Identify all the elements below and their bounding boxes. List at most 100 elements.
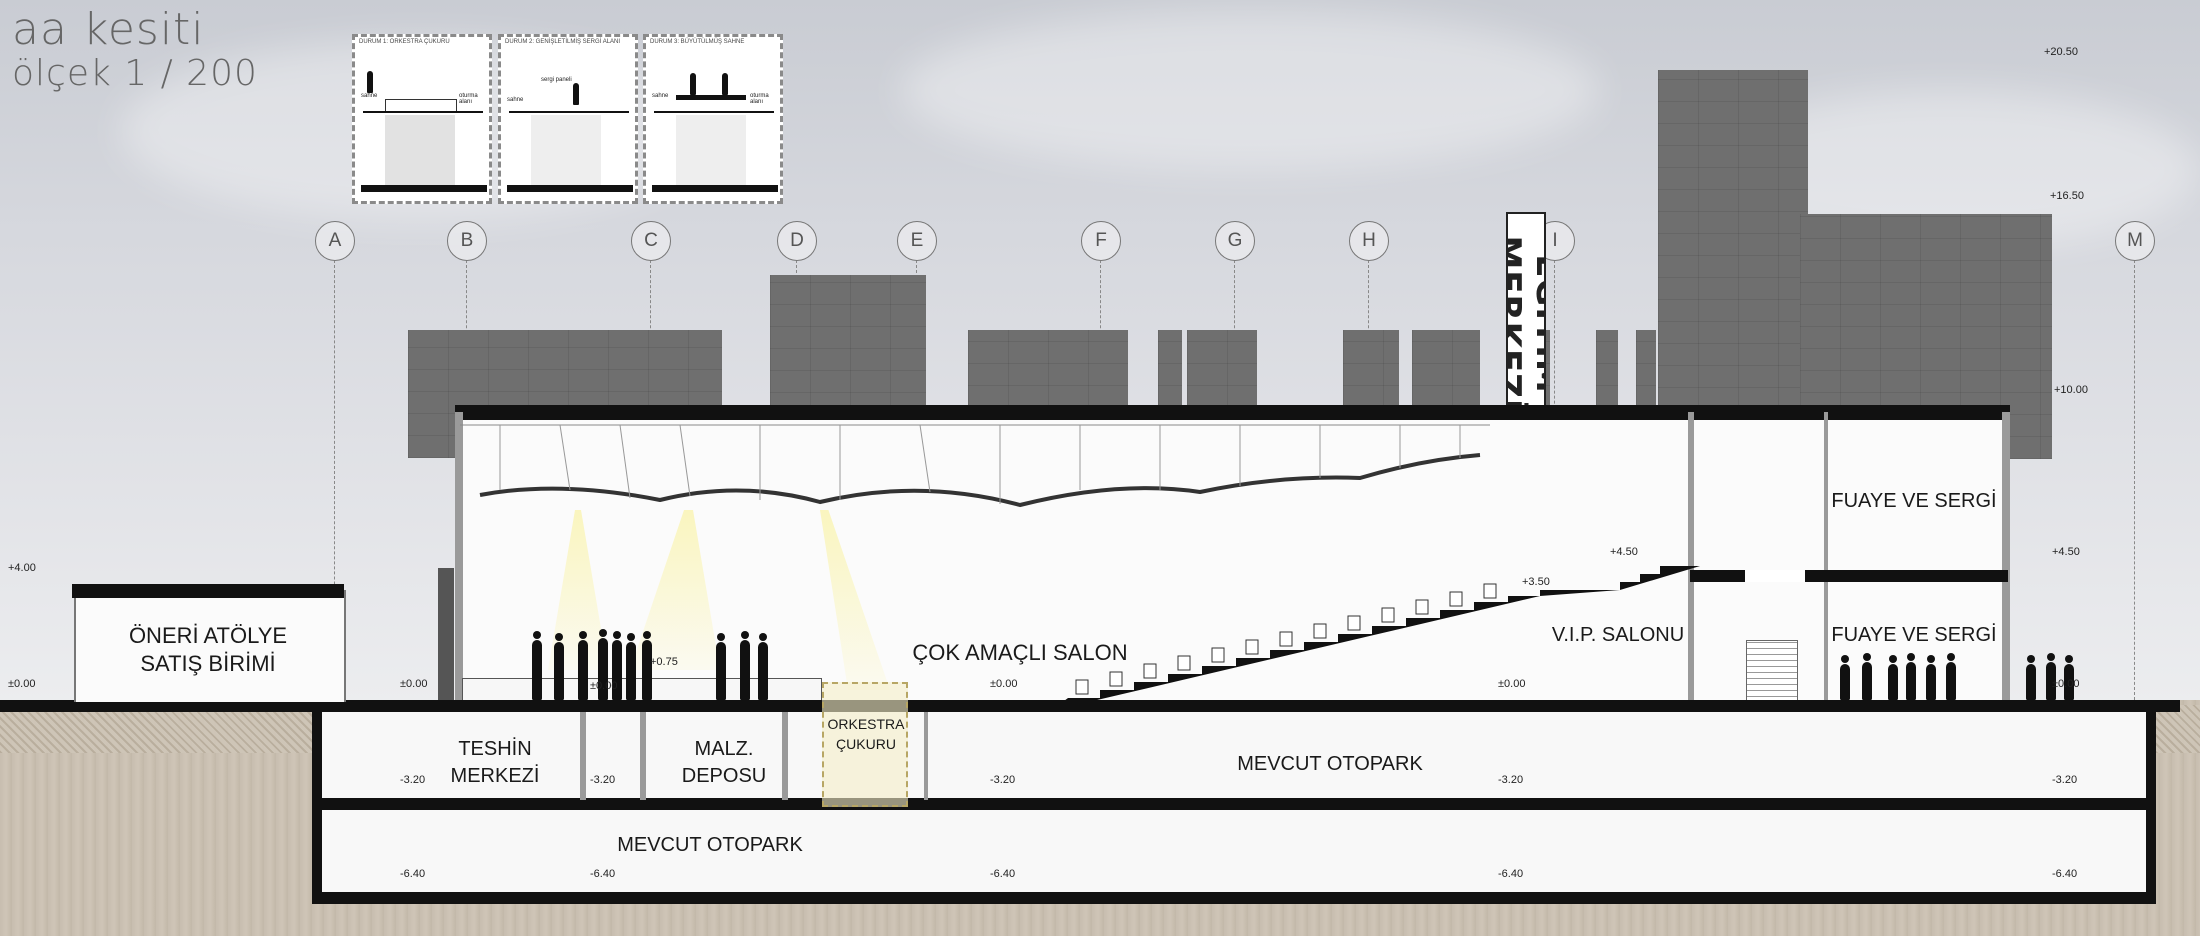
basement-slab-1 xyxy=(314,798,2156,810)
foyer-upper-label: FUAYE VE SERGİ xyxy=(1831,490,1997,512)
roof-mass xyxy=(1596,330,1618,408)
level-marker: +3.50 xyxy=(1522,576,1550,588)
acoustic-ceiling xyxy=(460,424,1490,508)
atelier-label: ÖNERİ ATÖLYE SATIŞ BİRİMİ xyxy=(128,623,288,676)
person-head xyxy=(627,633,635,641)
drawing-scale: ölçek 1 / 200 xyxy=(12,53,258,94)
exhibition-space xyxy=(531,115,601,185)
person-silhouette xyxy=(554,642,564,700)
thumbnail-label: sahne xyxy=(361,93,378,99)
thumbnail-caption: DURUM 2: GENİŞLETİLMİŞ SERGİ ALANI xyxy=(505,39,621,45)
scenario-thumbnail-1: DURUM 1: ORKESTRA ÇUKURU sahne oturma al… xyxy=(352,34,492,204)
person-silhouette xyxy=(532,640,542,700)
person-silhouette xyxy=(367,71,373,93)
grid-axis-bubble-e: E xyxy=(897,221,937,261)
person-head xyxy=(1927,655,1935,663)
thumbnail-caption: DURUM 1: ORKESTRA ÇUKURU xyxy=(359,39,450,45)
enlarged-stage xyxy=(676,95,746,100)
level-marker: -3.20 xyxy=(590,774,616,786)
person-head xyxy=(579,631,587,639)
level-marker: -3.20 xyxy=(400,774,426,786)
partition-wall xyxy=(1824,412,1828,702)
level-marker: +0.75 xyxy=(650,656,678,668)
seat-row-group xyxy=(1075,583,1497,695)
person-head xyxy=(717,633,725,641)
basement-partition xyxy=(580,712,586,800)
basement-slab xyxy=(361,185,487,192)
drawing-title-main: aa kesiti xyxy=(12,4,205,55)
level-marker: -3.20 xyxy=(2052,774,2078,786)
person-silhouette xyxy=(573,83,579,105)
tiered-seating xyxy=(1060,560,1700,704)
stage-lift xyxy=(676,115,746,185)
level-marker: +20.50 xyxy=(2044,46,2078,58)
person-silhouette xyxy=(598,638,608,700)
person-silhouette xyxy=(1946,662,1956,700)
level-marker: ±0.00 xyxy=(8,678,36,690)
ground-floor-slab xyxy=(0,700,2180,712)
fly-tower-mass xyxy=(770,275,926,415)
person-silhouette xyxy=(1888,664,1898,700)
basement-west-wall xyxy=(312,712,322,904)
person-silhouette xyxy=(1862,662,1872,700)
basement-level-2 xyxy=(318,810,2148,892)
ceiling-reflector xyxy=(479,453,1481,508)
person-head xyxy=(555,633,563,641)
person-silhouette xyxy=(758,642,768,700)
level-marker: +10.00 xyxy=(2054,384,2088,396)
basement-slab xyxy=(652,185,778,192)
grid-axis-bubble-a: A xyxy=(315,221,355,261)
level-marker: -6.40 xyxy=(1498,868,1524,880)
foyer-stair xyxy=(1746,640,1798,704)
partition-wall xyxy=(1688,412,1694,702)
basement-partition xyxy=(782,712,788,800)
person-head xyxy=(1947,653,1955,661)
person-head xyxy=(759,633,767,641)
thumbnail-label: sergi paneli xyxy=(541,77,572,83)
roof-mass xyxy=(1158,330,1182,408)
level-marker: +4.00 xyxy=(8,562,36,574)
person-silhouette xyxy=(716,642,726,700)
level-marker: -6.40 xyxy=(400,868,426,880)
seating-stepped-slab xyxy=(1060,560,1700,704)
person-silhouette xyxy=(722,73,728,95)
thumbnail-label: oturma alanı xyxy=(750,93,769,105)
west-wall xyxy=(455,412,463,702)
roof-mass xyxy=(1187,330,1257,408)
grid-axis-bubble-h: H xyxy=(1349,221,1389,261)
orchestra-pit xyxy=(822,682,908,807)
basement-east-wall xyxy=(2146,712,2156,904)
tall-tower-mass xyxy=(1658,70,1808,410)
person-silhouette xyxy=(2064,664,2074,700)
person-head xyxy=(643,631,651,639)
basement-partition xyxy=(640,712,646,800)
basement-partition xyxy=(924,712,928,800)
floor-slab xyxy=(363,111,483,113)
vertical-sign: EĞİTİM MERKEZİ xyxy=(1506,212,1546,407)
grid-axis-bubble-d: D xyxy=(777,221,817,261)
scenario-thumbnail-2: DURUM 2: GENİŞLETİLMİŞ SERGİ ALANI sergi… xyxy=(498,34,638,204)
person-silhouette xyxy=(1926,664,1936,700)
roof-slab xyxy=(455,405,2010,420)
thumbnail-label: sahne xyxy=(507,97,524,103)
parking-label: MEVCUT OTOPARK xyxy=(617,834,803,856)
scenario-thumbnail-3: DURUM 3: BÜYÜTÜLMÜŞ SAHNE sahne oturma a… xyxy=(643,34,783,204)
grid-axis-bubble-f: F xyxy=(1081,221,1121,261)
person-silhouette xyxy=(2046,662,2056,700)
level-marker: ±0.00 xyxy=(400,678,428,690)
level-marker: +4.50 xyxy=(2052,546,2080,558)
person-head xyxy=(1889,655,1897,663)
entrance-column xyxy=(438,568,454,700)
floor-slab xyxy=(654,111,774,113)
basement-level-1 xyxy=(318,712,2148,802)
grid-axis-line xyxy=(334,260,335,700)
sky-cloud xyxy=(900,10,1600,170)
person-head xyxy=(1907,653,1915,661)
vip-lounge-label: V.I.P. SALONU xyxy=(1551,624,1685,646)
person-silhouette xyxy=(690,73,696,95)
shelter-label: TESHİN MERKEZİ xyxy=(450,738,540,787)
mezzanine-slab xyxy=(1690,570,2008,582)
grid-axis-bubble-c: C xyxy=(631,221,671,261)
east-wall xyxy=(2002,412,2010,702)
person-silhouette xyxy=(2026,664,2036,700)
